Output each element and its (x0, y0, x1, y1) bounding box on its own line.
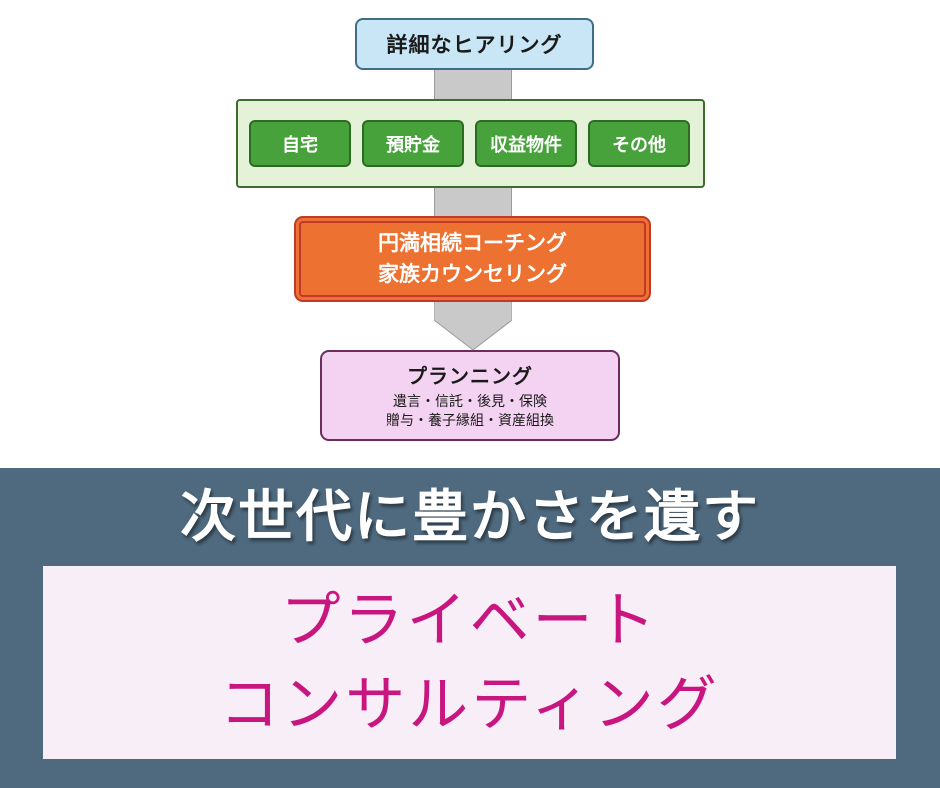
hearing-box: 詳細なヒアリング (355, 18, 594, 70)
planning-line: 贈与・養子縁組・資産組換 (386, 413, 554, 429)
flow-arrow-head (434, 298, 512, 350)
banner-headline: 次世代に豊かさを遺す (180, 485, 760, 550)
flow-diagram: 詳細なヒアリング 自宅 預貯金 収益物件 その他 円満相続コーチング 家族カウン… (236, 18, 705, 441)
coaching-line: 家族カウンセリング (378, 262, 567, 286)
service-card-line: プライベート (280, 585, 659, 656)
planning-box: プランニング 遺言・信託・後見・保険 贈与・養子縁組・資産組換 (320, 350, 620, 441)
asset-savings: 預貯金 (362, 120, 464, 167)
asset-label: 収益物件 (490, 134, 562, 156)
coaching-line: 円満相続コーチング (378, 231, 567, 255)
planning-title: プランニング (407, 364, 533, 388)
coaching-box: 円満相続コーチング 家族カウンセリング (294, 216, 651, 302)
service-card: プライベート コンサルティング (43, 566, 896, 759)
hearing-label: 詳細なヒアリング (386, 33, 563, 57)
asset-other: その他 (588, 120, 690, 167)
asset-label: その他 (612, 134, 666, 156)
asset-home: 自宅 (249, 120, 351, 167)
planning-line: 遺言・信託・後見・保険 (393, 394, 547, 410)
asset-label: 自宅 (282, 134, 318, 156)
asset-label: 預貯金 (386, 134, 440, 156)
asset-rental-property: 収益物件 (475, 120, 577, 167)
service-card-line: コンサルティング (219, 669, 720, 740)
